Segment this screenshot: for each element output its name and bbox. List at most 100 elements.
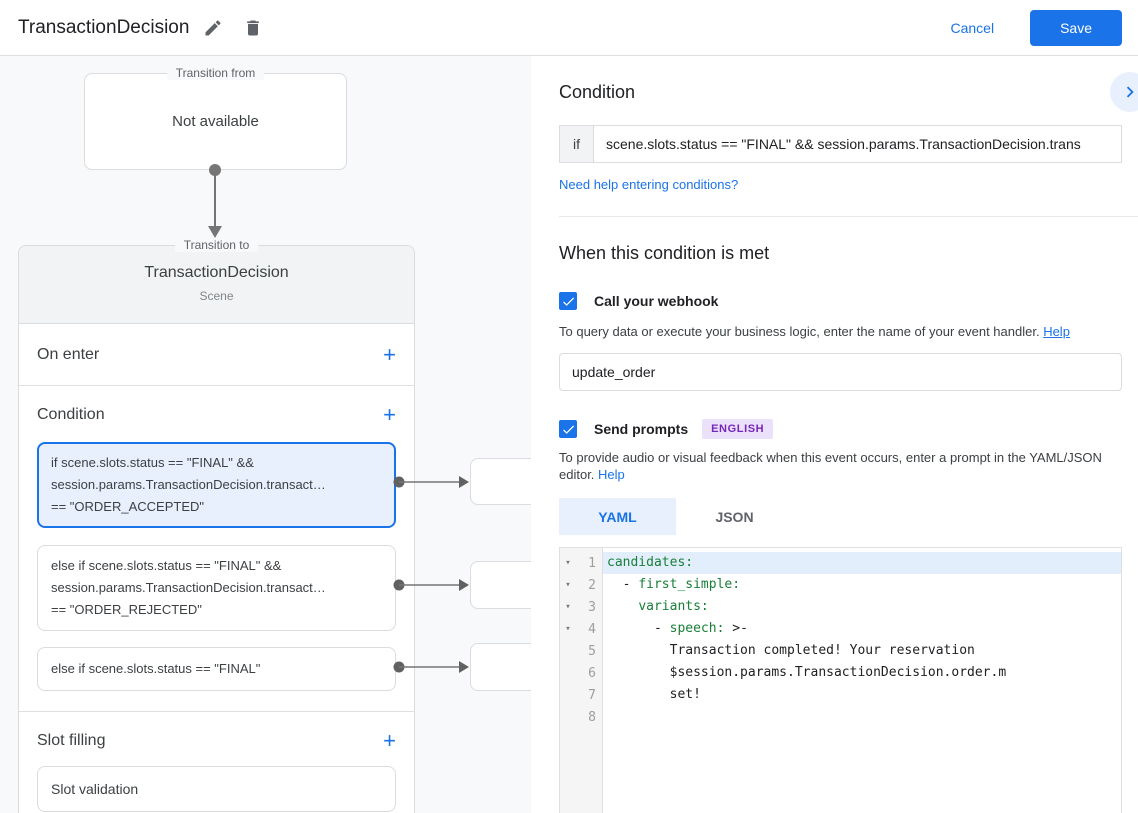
- transition-target-node-2[interactable]: [470, 561, 531, 609]
- fold-arrow-icon[interactable]: ▾: [565, 558, 571, 568]
- code-line: candidates:: [603, 552, 1121, 574]
- transition-from-value: Not available: [172, 113, 259, 130]
- send-prompts-checkbox[interactable]: [559, 420, 577, 438]
- webhook-handler-input[interactable]: [559, 353, 1122, 391]
- line-number: 5: [588, 643, 596, 659]
- delete-button[interactable]: [237, 12, 269, 44]
- condition-card-accepted[interactable]: if scene.slots.status == "FINAL" && sess…: [37, 442, 396, 528]
- add-on-enter-button[interactable]: +: [383, 341, 396, 367]
- conditions-help-link[interactable]: Need help entering conditions?: [559, 177, 739, 192]
- condition-section-label: Condition: [37, 406, 105, 423]
- page-title: TransactionDecision: [18, 16, 190, 38]
- condition-editor-panel: Condition if Need help entering conditio…: [531, 56, 1138, 813]
- edit-button[interactable]: [197, 12, 229, 44]
- code-line: set!: [603, 684, 1121, 706]
- add-slot-button[interactable]: +: [383, 728, 396, 753]
- collapse-panel-button[interactable]: [1110, 72, 1138, 112]
- yaml-text: set!: [607, 687, 701, 702]
- prompts-description-text: To provide audio or visual feedback when…: [559, 450, 1102, 482]
- editor-format-tabs: YAML JSON: [559, 498, 1122, 535]
- top-bar: TransactionDecision Cancel Save: [0, 0, 1138, 56]
- transition-target-node-1[interactable]: [470, 458, 531, 505]
- panel-divider: [559, 216, 1138, 217]
- code-line: - first_simple:: [603, 574, 1121, 596]
- webhook-description-text: To query data or execute your business l…: [559, 324, 1044, 339]
- fold-arrow-icon[interactable]: ▾: [565, 602, 571, 612]
- fold-arrow-icon[interactable]: ▾: [565, 624, 571, 634]
- condition-line: == "ORDER_ACCEPTED": [51, 499, 204, 514]
- if-prefix-label: if: [560, 126, 594, 162]
- chevron-right-icon: [1126, 86, 1134, 98]
- code-line: [603, 706, 1121, 728]
- on-enter-label: On enter: [37, 345, 100, 363]
- code-line: variants:: [603, 596, 1121, 618]
- call-webhook-label: Call your webhook: [594, 293, 719, 309]
- yaml-text: -: [607, 621, 670, 636]
- yaml-key: speech:: [669, 621, 725, 636]
- condition-line: session.params.TransactionDecision.trans…: [51, 477, 326, 492]
- condition-line: session.params.TransactionDecision.trans…: [51, 580, 326, 595]
- line-number: 6: [588, 665, 596, 681]
- condition-line: else if scene.slots.status == "FINAL": [51, 661, 261, 676]
- scene-type: Scene: [199, 289, 234, 303]
- editor-code-area[interactable]: candidates: - first_simple: variants: - …: [603, 548, 1121, 813]
- yaml-text: [607, 599, 638, 614]
- code-line: $session.params.TransactionDecision.orde…: [603, 662, 1121, 684]
- slot-filling-label: Slot filling: [37, 732, 106, 749]
- condition-section: Condition + if scene.slots.status == "FI…: [19, 386, 414, 711]
- language-badge: ENGLISH: [702, 419, 774, 439]
- slot-filling-section: Slot filling + Slot validation: [19, 711, 414, 813]
- line-number: 8: [588, 709, 596, 725]
- condition-line: == "ORDER_REJECTED": [51, 602, 202, 617]
- prompts-description: To provide audio or visual feedback when…: [559, 449, 1122, 483]
- scene-diagram-canvas: Transition from Not available Transition…: [0, 56, 531, 813]
- prompts-checkbox-row: Send prompts ENGLISH: [559, 419, 1122, 439]
- transition-from-legend: Transition from: [166, 66, 265, 80]
- tab-json[interactable]: JSON: [715, 508, 754, 525]
- add-condition-button[interactable]: +: [383, 402, 396, 427]
- tab-yaml[interactable]: YAML: [559, 498, 676, 535]
- condition-line: if scene.slots.status == "FINAL" &&: [51, 455, 254, 470]
- webhook-description: To query data or execute your business l…: [559, 323, 1122, 340]
- check-icon: [562, 296, 574, 306]
- save-button[interactable]: Save: [1030, 9, 1122, 46]
- line-number: 4: [588, 621, 596, 637]
- code-line: - speech: >-: [603, 618, 1121, 640]
- editor-gutter: ▾ 1 ▾ 2 ▾ 3 ▾ 4 5 6 7 8: [560, 548, 603, 813]
- transition-target-node-3[interactable]: [470, 643, 531, 691]
- condition-card-rejected[interactable]: else if scene.slots.status == "FINAL" &&…: [37, 545, 396, 631]
- condition-line: else if scene.slots.status == "FINAL" &&: [51, 558, 282, 573]
- webhook-help-link[interactable]: Help: [1043, 324, 1070, 339]
- when-met-title: When this condition is met: [559, 243, 770, 263]
- yaml-text: >-: [724, 621, 748, 636]
- condition-expression-row: if: [559, 125, 1122, 163]
- fold-arrow-icon[interactable]: ▾: [565, 580, 571, 590]
- yaml-editor: ▾ 1 ▾ 2 ▾ 3 ▾ 4 5 6 7 8 candidates: - first_…: [559, 547, 1122, 813]
- slot-validation-card[interactable]: Slot validation: [37, 766, 396, 812]
- on-enter-section: On enter +: [19, 324, 414, 386]
- line-number: 3: [588, 599, 596, 615]
- yaml-key: candidates:: [607, 555, 694, 570]
- trash-icon: [247, 20, 260, 35]
- check-icon: [562, 424, 574, 434]
- webhook-checkbox-row: Call your webhook: [559, 292, 1122, 310]
- send-prompts-label: Send prompts: [594, 421, 689, 437]
- transition-to-box: Transition to TransactionDecision Scene …: [18, 238, 415, 813]
- line-number: 7: [588, 687, 596, 703]
- condition-panel-title: Condition: [559, 82, 636, 102]
- scene-name: TransactionDecision: [144, 264, 289, 281]
- scene-header: TransactionDecision Scene: [19, 246, 414, 324]
- prompts-help-link[interactable]: Help: [598, 467, 625, 482]
- yaml-key: first_simple:: [638, 577, 741, 592]
- line-number: 2: [588, 577, 596, 593]
- call-webhook-checkbox[interactable]: [559, 292, 577, 310]
- condition-expression-input[interactable]: [594, 126, 1121, 162]
- transition-from-box: Transition from Not available: [84, 66, 347, 170]
- yaml-key: variants:: [638, 599, 709, 614]
- yaml-text: -: [607, 577, 639, 592]
- condition-card-final[interactable]: else if scene.slots.status == "FINAL": [37, 647, 396, 691]
- cancel-button[interactable]: Cancel: [950, 19, 995, 36]
- yaml-text: $session.params.TransactionDecision.orde…: [607, 665, 1007, 680]
- line-number: 1: [588, 555, 596, 571]
- transition-to-legend: Transition to: [174, 238, 259, 252]
